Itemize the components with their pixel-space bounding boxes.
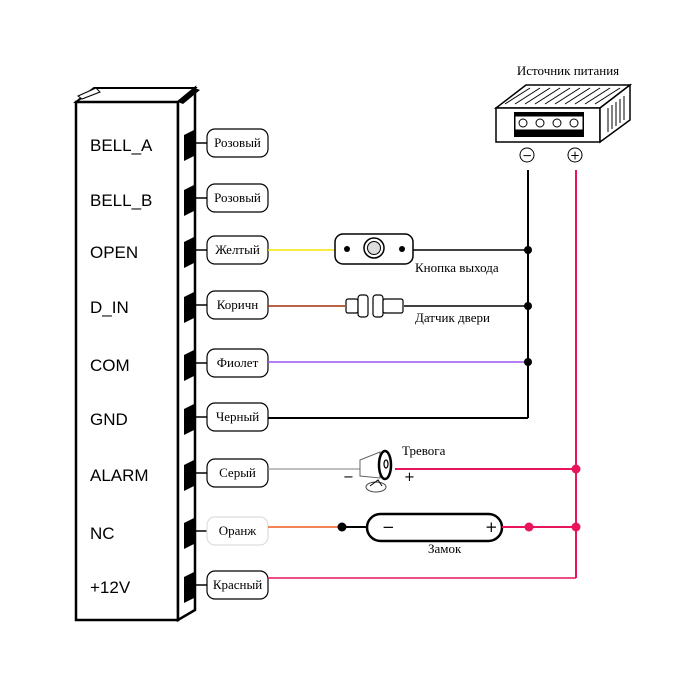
door-sensor — [345, 294, 404, 318]
svg-text:−: − — [522, 149, 532, 163]
minus-terminal-icon — [519, 147, 535, 163]
svg-text:+: + — [485, 518, 498, 536]
wire-label-box — [206, 290, 269, 320]
wire-color-label: Фиолет — [217, 355, 259, 370]
lock-label: Замок — [428, 541, 462, 556]
wire-color-label: Оранж — [219, 523, 258, 538]
terminal-din: D_IN Коричн — [90, 290, 269, 323]
terminal-block-icon — [184, 350, 194, 381]
power-supply-label: Источник питания — [517, 63, 619, 78]
terminal-block-icon — [184, 518, 194, 549]
pin-label: D_IN — [90, 298, 129, 317]
terminal-block-icon — [184, 185, 194, 216]
terminal-block-icon — [184, 572, 194, 603]
terminal-bellb: BELL_B Розовый — [90, 183, 269, 216]
wire-color-label: Коричн — [217, 297, 259, 312]
terminal-com: COM Фиолет — [90, 348, 269, 381]
wire-color-label: Розовый — [214, 135, 261, 150]
terminal-bella: BELL_A Розовый — [90, 128, 269, 161]
terminal-nc: NC Оранж — [90, 516, 269, 549]
terminal-alarm: ALARM Серый — [90, 458, 269, 491]
terminal-block-icon — [184, 404, 194, 435]
wire-label-box — [206, 128, 269, 158]
terminal-gnd: GND Черный — [90, 402, 269, 435]
terminal-12v: +12V Красный — [90, 570, 269, 603]
terminal-block-icon — [184, 130, 194, 161]
wire-color-label: Желтый — [215, 242, 260, 257]
wire-color-label: Красный — [213, 577, 262, 592]
svg-text:+: + — [570, 149, 580, 163]
pin-label: +12V — [90, 578, 131, 597]
door-sensor-label: Датчик двери — [415, 310, 490, 325]
wire-label-box — [206, 458, 269, 488]
pin-label: NC — [90, 524, 115, 543]
pin-label: GND — [90, 410, 128, 429]
pin-label: COM — [90, 356, 130, 375]
wire-label-box — [206, 348, 269, 378]
terminal-block-icon — [184, 237, 194, 268]
pin-label: BELL_B — [90, 191, 152, 210]
wire-label-box — [206, 570, 269, 600]
pin-label: OPEN — [90, 243, 138, 262]
controller — [73, 85, 200, 623]
svg-text:−: − — [382, 518, 395, 536]
terminal-block-icon — [184, 460, 194, 491]
wire-label-box — [206, 183, 269, 213]
siren-icon — [359, 449, 393, 493]
alarm-label: Тревога — [402, 443, 446, 458]
wire-color-label: Серый — [219, 465, 256, 480]
plus-terminal-icon — [567, 147, 583, 163]
pin-label: BELL_A — [90, 136, 153, 155]
exit-button — [334, 233, 414, 265]
terminal-block-icon — [184, 292, 194, 323]
pin-label: ALARM — [90, 466, 149, 485]
svg-text:−: − — [343, 470, 354, 485]
terminal-open: OPEN Желтый — [90, 235, 269, 268]
exit-button-label: Кнопка выхода — [415, 260, 499, 275]
wire-color-label: Розовый — [214, 190, 261, 205]
wire-color-label: Черный — [216, 409, 259, 424]
svg-text:+: + — [404, 470, 415, 485]
power-supply: Источник питания − + — [493, 63, 633, 163]
wire-label-box — [206, 516, 269, 546]
